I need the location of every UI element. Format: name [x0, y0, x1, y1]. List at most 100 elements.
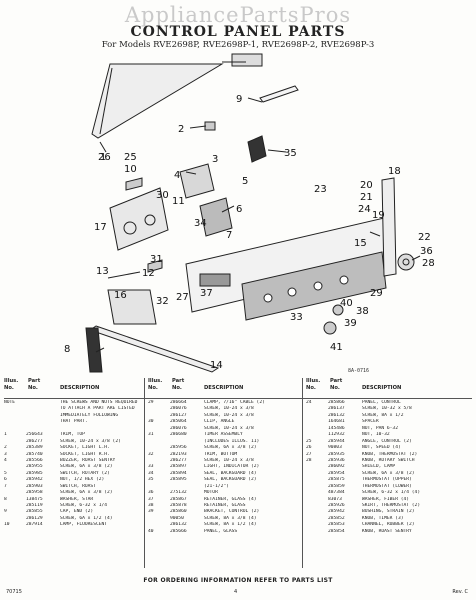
- part-description: CLIP, ANGLE: [204, 419, 235, 425]
- part-number: 286076: [170, 425, 187, 431]
- part-number: 285854: [328, 528, 345, 534]
- part-description: SPACER: [362, 419, 379, 425]
- part-description: SCREW, 8A x 1/2 (4): [204, 522, 257, 528]
- callout-37: 37: [200, 288, 213, 299]
- illus-number: 28: [306, 457, 312, 463]
- table-row: 286277 SCREW, 10-24 x 3/8: [148, 458, 300, 464]
- illus-number: 31: [148, 432, 154, 438]
- illus-number: 37: [148, 496, 154, 502]
- callout-33: 33: [290, 312, 303, 323]
- top-trim: [91, 63, 224, 139]
- part-description: BUZZER, ROAST SENTRY: [60, 457, 116, 463]
- header-illus: Illus.: [148, 378, 163, 384]
- illus-number: 2: [4, 445, 7, 451]
- page-number: 4: [234, 589, 238, 595]
- part-number: 285867: [170, 496, 187, 502]
- part-number: 145486: [328, 425, 345, 431]
- part-number: 285944: [328, 438, 345, 444]
- callout-9: 9: [236, 94, 242, 105]
- part-number: 256643: [26, 432, 43, 438]
- callout-23: 23: [314, 184, 327, 195]
- callout-14: 14: [210, 360, 223, 371]
- part-number: 285936: [328, 457, 345, 463]
- illus-number: 5: [4, 470, 7, 476]
- part-description: (21-1/2"): [204, 483, 229, 489]
- illus-number: 26: [306, 445, 312, 451]
- glass-retainer: [107, 289, 157, 325]
- illus-number: 40: [148, 528, 154, 534]
- illus-number: 3: [4, 451, 7, 457]
- part-number: 285740: [26, 451, 43, 457]
- part-number: 285389: [26, 445, 43, 451]
- part-number: 285860: [170, 509, 187, 515]
- table-row: IMMEDIATELY FOLLOWING: [4, 413, 142, 419]
- callout-12: 12: [142, 268, 155, 279]
- part-number: 286277: [170, 457, 187, 463]
- illus-number: 1: [4, 432, 7, 438]
- part-description: SCREW, 10-24 x 3/8: [204, 425, 254, 431]
- page-title: CONTROL PANEL PARTS: [130, 24, 346, 40]
- part-description: SCREW, 6-32 x 1/4 (4): [362, 490, 421, 496]
- callout-1: 1: [100, 152, 106, 163]
- part-description: SCREW, 8A x 1/2: [362, 412, 404, 418]
- table-row: (21-1/2"): [148, 484, 300, 490]
- part-description: THE SCREWS AND NUTS REQUIRED: [60, 400, 138, 405]
- part-description: BUSHING, STRAIN (2): [362, 509, 415, 515]
- illus-number: 36: [148, 490, 154, 496]
- part-number: 285926: [328, 503, 345, 508]
- callout-19: 19: [372, 210, 385, 221]
- part-number: 90803: [328, 445, 342, 451]
- part-description: BRACKET, CONTROL (2): [204, 509, 260, 515]
- part-description: ANGLE, CONTROL (2): [362, 438, 412, 444]
- part-number: 286127: [170, 412, 187, 418]
- header-partno: No.: [28, 385, 38, 391]
- fluorescent-lamp: [259, 85, 299, 103]
- part-description: SWITCH, ROAST: [60, 483, 96, 489]
- header-no: No.: [306, 385, 316, 391]
- part-number: 285897: [170, 464, 187, 470]
- knob: [323, 321, 337, 335]
- illus-number: NOTE: [4, 400, 16, 405]
- part-description: SCREW, 10-32 x 5/8: [362, 406, 412, 412]
- callout-41: 41: [330, 342, 343, 353]
- callout-24: 24: [358, 204, 371, 215]
- part-number: 90050: [170, 515, 184, 521]
- callout-31: 31: [150, 254, 163, 265]
- part-number: 164681: [328, 419, 345, 425]
- part-description: THERMOSTAT (LOWER): [362, 483, 412, 489]
- part-number: 285855: [26, 509, 43, 515]
- callout-35: 35: [284, 148, 297, 159]
- part-number: 285853: [328, 522, 345, 528]
- illus-number: 6: [4, 477, 7, 483]
- callout-8: 8: [64, 344, 70, 355]
- table-row: (INCLUDES ILLUS. 11): [148, 439, 300, 445]
- part-description: NUT, 1/2 HEX (2): [60, 477, 105, 483]
- callout-2: 2: [178, 124, 184, 135]
- callout-13: 13: [96, 266, 109, 277]
- part-description: LIGHT, INDICATOR (2): [204, 464, 260, 470]
- part-description: SCREW, 6A x 3/8 (2): [362, 470, 415, 476]
- revision: Rev. C: [452, 589, 468, 595]
- part-description: SCREW, 10-24 x 3/8: [204, 457, 254, 463]
- part-description: SOCKET, LIGHT L.H.: [60, 445, 110, 451]
- callout-20: 20: [360, 180, 373, 191]
- table-row: 3 285740 SOCKET, LIGHT R.H.: [4, 452, 142, 458]
- part-description: SOCKET, LIGHT R.H.: [60, 451, 110, 457]
- ordering-notice: FOR ORDERING INFORMATION REFER TO PARTS …: [143, 577, 333, 584]
- part-number: 286664: [170, 400, 187, 405]
- part-number: 285942: [26, 477, 43, 483]
- callout-4: 4: [174, 170, 180, 181]
